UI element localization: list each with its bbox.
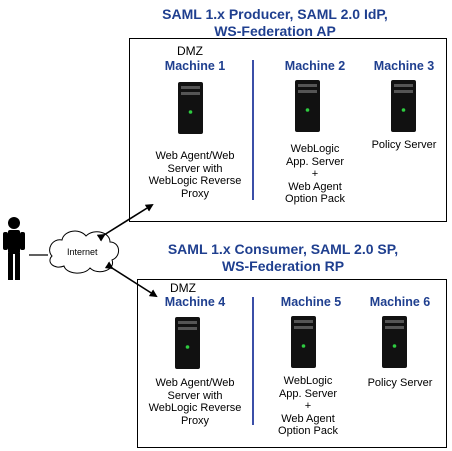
top-title: SAML 1.x Producer, SAML 2.0 IdP, WS-Fede… bbox=[130, 6, 420, 40]
server-tower-icon bbox=[291, 316, 316, 368]
user-icon bbox=[3, 217, 25, 280]
top-title-line1: SAML 1.x Producer, SAML 2.0 IdP, bbox=[162, 6, 388, 22]
machine-1-name: Machine 1 bbox=[164, 59, 226, 73]
bottom-divider bbox=[252, 297, 254, 425]
machine-1-desc: Web Agent/Web Server with WebLogic Rever… bbox=[135, 150, 255, 200]
machine-4-desc-line: Proxy bbox=[180, 414, 210, 427]
machine-1-desc-line: WebLogic Reverse bbox=[148, 175, 242, 188]
machine-1-desc-line: Web Agent/Web bbox=[155, 150, 235, 162]
bottom-dmz-label: DMZ bbox=[170, 281, 196, 295]
machine-5-desc-line: WebLogic bbox=[283, 375, 333, 387]
machine-5-name: Machine 5 bbox=[280, 295, 342, 309]
machine-5-desc-line: Option Pack bbox=[278, 425, 338, 438]
machine-1-desc-line: Server with bbox=[167, 162, 223, 175]
server-tower-icon bbox=[295, 80, 320, 132]
machine-1-desc-line: Proxy bbox=[180, 187, 210, 200]
server-tower-icon bbox=[382, 316, 407, 368]
arrow-internet-top bbox=[96, 203, 154, 242]
machine-2-desc: WebLogic App. Server + Web Agent Option … bbox=[265, 143, 365, 206]
machine-4-desc-line: Server with bbox=[167, 389, 223, 402]
machine-2-desc-line: Web Agent bbox=[288, 180, 342, 193]
top-dmz-label: DMZ bbox=[177, 44, 203, 58]
machine-5-desc-line: App. Server bbox=[278, 387, 338, 400]
machine-3-name: Machine 3 bbox=[373, 59, 435, 73]
machine-5-desc-line: + bbox=[304, 400, 312, 413]
machine-4-desc: Web Agent/Web Server with WebLogic Rever… bbox=[135, 377, 255, 427]
machine-3-desc: Policy Server bbox=[354, 139, 452, 152]
server-tower-icon bbox=[175, 317, 200, 369]
machine-5-desc: WebLogic App. Server + Web Agent Option … bbox=[258, 375, 358, 438]
machine-3-desc-line: Policy Server bbox=[371, 139, 437, 151]
machine-6-desc: Policy Server bbox=[350, 377, 450, 390]
machine-6-name: Machine 6 bbox=[369, 295, 431, 309]
server-tower-icon bbox=[178, 82, 203, 134]
machine-2-name: Machine 2 bbox=[284, 59, 346, 73]
internet-label: Internet bbox=[67, 247, 98, 257]
bottom-title-line1: SAML 1.x Consumer, SAML 2.0 SP, bbox=[167, 241, 399, 257]
bottom-title: SAML 1.x Consumer, SAML 2.0 SP, WS-Feder… bbox=[138, 241, 428, 275]
machine-5-desc-line: Web Agent bbox=[281, 412, 335, 425]
machine-4-desc-line: WebLogic Reverse bbox=[148, 402, 242, 415]
machine-6-desc-line: Policy Server bbox=[367, 377, 433, 389]
top-title-line2: WS-Federation AP bbox=[214, 23, 336, 39]
machine-2-desc-line: + bbox=[311, 168, 319, 181]
server-tower-icon bbox=[391, 80, 416, 132]
bottom-title-line2: WS-Federation RP bbox=[221, 258, 345, 274]
machine-2-desc-line: App. Server bbox=[285, 155, 345, 168]
machine-4-name: Machine 4 bbox=[164, 295, 226, 309]
arrow-internet-bottom bbox=[104, 261, 158, 298]
machine-2-desc-line: Option Pack bbox=[285, 193, 345, 206]
top-divider bbox=[252, 60, 254, 200]
machine-2-desc-line: WebLogic bbox=[290, 143, 340, 155]
internet-cloud-icon bbox=[49, 230, 119, 274]
machine-4-desc-line: Web Agent/Web bbox=[155, 377, 235, 389]
